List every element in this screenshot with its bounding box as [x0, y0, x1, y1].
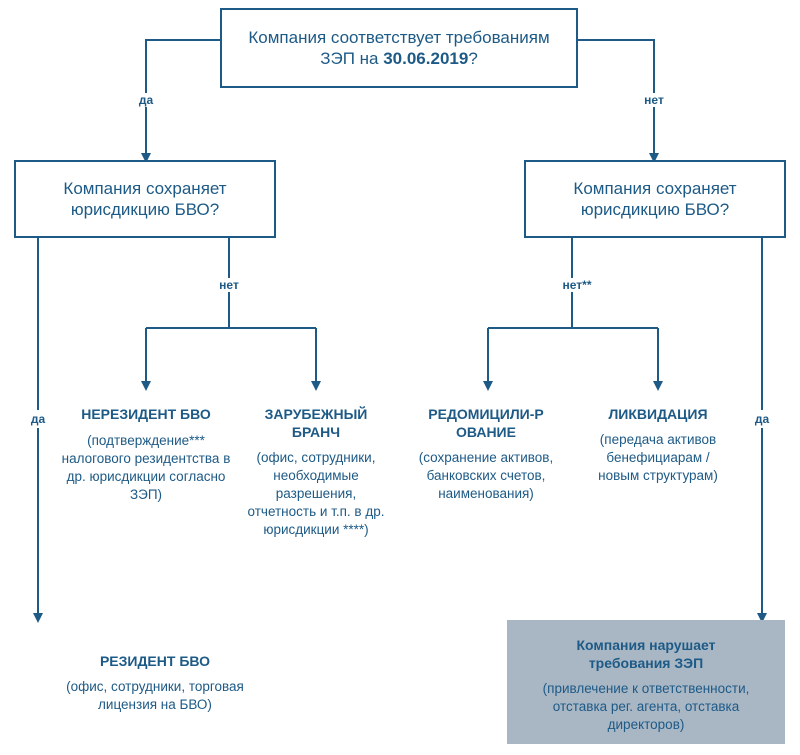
- outcome-liquidation-title: ЛИКВИДАЦИЯ: [608, 406, 708, 422]
- outcome-resident-desc: (офис, сотрудники, торговая лицензия на …: [66, 679, 244, 712]
- label-left-no: нет: [216, 278, 242, 292]
- top-question-text: Компания соответствует требованиям ЗЭП н…: [248, 28, 550, 68]
- outcome-violation-title: Компания нарушает требования ЗЭП: [576, 637, 716, 671]
- label-right-yes: да: [751, 410, 773, 428]
- outcome-nonresident: НЕРЕЗИДЕНТ БВО (подтверждение*** налогов…: [61, 405, 231, 504]
- label-top-yes: да: [135, 93, 157, 107]
- top-question-date: 30.06.2019: [383, 49, 469, 68]
- outcome-resident: РЕЗИДЕНТ БВО (офис, сотрудники, торговая…: [45, 652, 265, 714]
- outcome-liquidation: ЛИКВИДАЦИЯ (передача активов бенефициара…: [583, 405, 733, 485]
- label-right-no: нет**: [559, 278, 595, 292]
- left-question-text: Компания сохраняет юрисдикцию БВО?: [63, 179, 227, 219]
- outcome-resident-title: РЕЗИДЕНТ БВО: [99, 653, 211, 669]
- connector-top-yes: [141, 39, 220, 163]
- outcome-violation-desc: (привлечение к ответственности, отставка…: [542, 681, 750, 732]
- connector-top-no: [578, 39, 659, 163]
- right-question-box: Компания сохраняет юрисдикцию БВО?: [524, 160, 786, 238]
- outcome-branch: ЗАРУБЕЖНЫЙ БРАНЧ (офис, сотрудники, необ…: [241, 405, 391, 539]
- top-question-box: Компания соответствует требованиям ЗЭП н…: [220, 8, 578, 88]
- outcome-redomicile-desc: (сохранение активов, банковских счетов, …: [418, 450, 554, 501]
- outcome-nonresident-title: НЕРЕЗИДЕНТ БВО: [81, 406, 211, 422]
- top-question-suffix: ?: [468, 49, 478, 68]
- outcome-nonresident-desc: (подтверждение*** налогового резидентств…: [61, 433, 231, 502]
- outcome-violation-box: Компания нарушает требования ЗЭП (привле…: [507, 620, 785, 744]
- outcome-branch-title: ЗАРУБЕЖНЫЙ БРАНЧ: [264, 406, 368, 440]
- label-left-yes: да: [27, 410, 49, 428]
- outcome-branch-desc: (офис, сотрудники, необходимые разрешени…: [247, 450, 385, 537]
- outcome-redomicile: РЕДОМИЦИЛИ-РОВАНИЕ (сохранение активов, …: [411, 405, 561, 503]
- outcome-redomicile-title: РЕДОМИЦИЛИ-РОВАНИЕ: [428, 406, 544, 440]
- left-question-box: Компания сохраняет юрисдикцию БВО?: [14, 160, 276, 238]
- label-top-no: нет: [641, 93, 667, 107]
- outcome-liquidation-desc: (передача активов бенефициарам / новым с…: [598, 432, 718, 483]
- right-question-text: Компания сохраняет юрисдикцию БВО?: [573, 179, 737, 219]
